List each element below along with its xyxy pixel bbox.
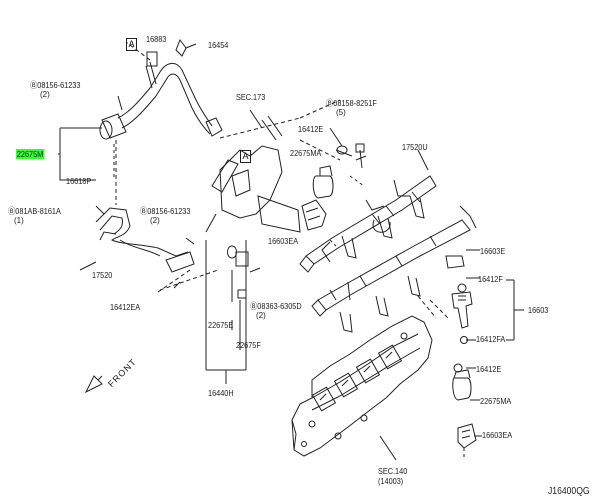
part-label-16603: 16603 [528, 305, 549, 315]
quantity-label: (5) [336, 108, 346, 117]
part-label-16412e: 16412E [298, 124, 324, 134]
sec173-bracket [219, 145, 283, 219]
part-label-17520: 17520 [92, 270, 113, 280]
part-label-bolt-081ab-8161a: Ⓑ081AB-8161A [8, 206, 61, 216]
part-label-16618p: 16618P [66, 176, 92, 186]
part-label-bolt-08363-6305d: Ⓑ08363-6305D [250, 301, 302, 311]
quantity-label: (1) [14, 216, 24, 225]
section-ref-140: SEC.140 [378, 466, 408, 476]
fuel-rail-upper [305, 175, 437, 265]
intake-manifold [291, 315, 433, 457]
fuel-tube-lower [95, 207, 189, 257]
fuel-damper [101, 113, 127, 139]
part-label-16412ea: 16412EA [110, 302, 141, 312]
part-label-16412f: 16412F [478, 274, 503, 284]
quantity-label: (2) [150, 216, 160, 225]
part-label-22675f: 22675F [236, 340, 261, 350]
part-label-bolt-08156-61233-mid: Ⓑ08156-61233 [140, 206, 191, 216]
part-label-16883: 16883 [146, 34, 167, 44]
part-label-22675m-highlighted: 22675M [16, 149, 45, 159]
part-label-22675ma: 22675MA [290, 148, 322, 158]
part-label-17520u: 17520U [402, 142, 428, 152]
fuel-rail-lower [317, 219, 471, 311]
part-label-bolt-08158-8251f: Ⓑ08158-8251F [326, 98, 377, 108]
part-label-16603ea: 16603EA [268, 236, 299, 246]
part-label-16454: 16454 [208, 40, 229, 50]
injector-right [451, 291, 473, 329]
part-label-16440h: 16440H [208, 388, 234, 398]
part-label-bolt-08156-61233: Ⓑ08156-61233 [30, 80, 81, 90]
part-label-22675e: 22675E [208, 320, 234, 330]
reference-marker-a: A [240, 150, 251, 163]
part-label-16603ea-lower: 16603EA [482, 430, 513, 440]
part-label-16603e: 16603E [480, 246, 506, 256]
part-label-22675ma-lower: 22675MA [480, 396, 512, 406]
reference-marker-a: A [126, 38, 137, 51]
quantity-label: (2) [256, 311, 266, 320]
part-label-16412fa: 16412FA [476, 334, 506, 344]
part-label-16412e-lower: 16412E [476, 364, 502, 374]
section-ref-140-code: (14003) [378, 476, 404, 486]
quantity-label: (2) [40, 90, 50, 99]
fuel-hose-upper [117, 63, 213, 127]
section-ref-173: SEC.173 [236, 92, 266, 102]
diagram-code: J16400QG [548, 486, 590, 497]
